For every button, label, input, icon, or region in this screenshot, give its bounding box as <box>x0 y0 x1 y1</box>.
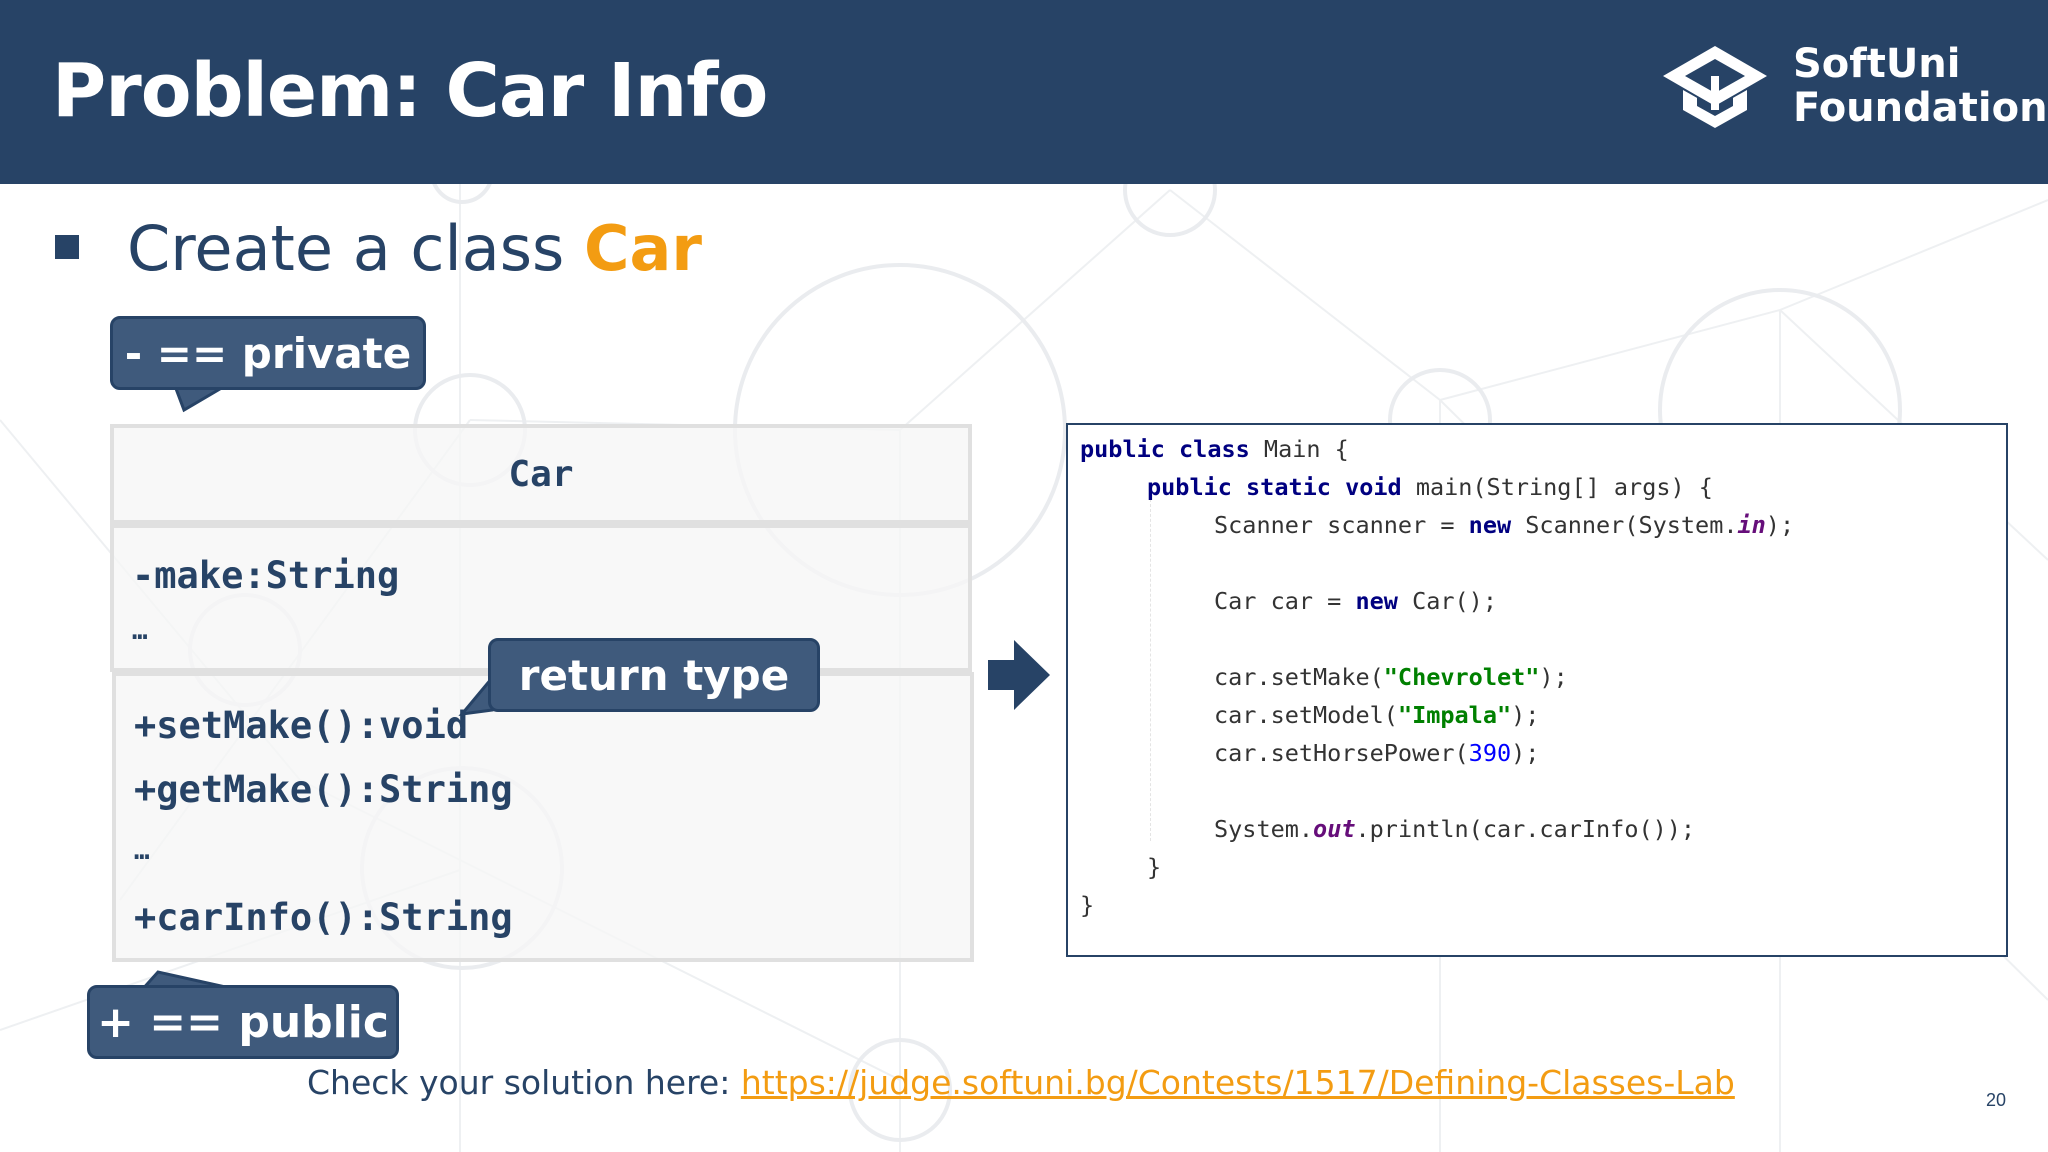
callout-private-tail <box>172 384 230 413</box>
logo-line-2: Foundation <box>1793 85 2048 131</box>
page-number: 20 <box>1986 1090 2007 1110</box>
callout-private: - == private <box>110 316 426 390</box>
bullet-square <box>55 235 79 259</box>
callout-return-type: return type <box>488 638 820 712</box>
code-line-1: public class Main { <box>1080 435 1349 463</box>
arrow-right-icon <box>988 640 1050 710</box>
code-line-6: car.setModel("Impala"); <box>1214 701 1540 729</box>
code-indent-guide <box>1150 489 1151 841</box>
slide-header: Problem: Car Info SoftUni Foundation <box>0 0 2048 184</box>
code-line-4: Car car = new Car(); <box>1214 587 1497 615</box>
code-listing: public class Main { public static void m… <box>1066 423 2008 957</box>
code-line-7: car.setHorsePower(390); <box>1214 739 1540 767</box>
bullet-point: Create a class Car <box>127 212 702 285</box>
code-line-10: } <box>1080 891 1095 919</box>
softuni-graduation-cap-icon <box>1663 46 1767 128</box>
uml-attribute-ellipsis: … <box>132 616 148 646</box>
code-line-8: System.out.println(car.carInfo()); <box>1214 815 1696 843</box>
slide-title: Problem: Car Info <box>52 48 768 134</box>
code-line-2: public static void main(String[] args) { <box>1147 473 1713 501</box>
judge-link[interactable]: https://judge.softuni.bg/Contests/1517/D… <box>740 1063 1735 1102</box>
uml-method-ellipsis: … <box>134 836 150 866</box>
bullet-highlight-car: Car <box>584 212 702 285</box>
callout-public: + == public <box>87 985 399 1059</box>
softuni-logo: SoftUni Foundation <box>1655 36 2048 136</box>
footer-prefix: Check your solution here: <box>307 1063 741 1102</box>
bullet-prefix: Create a class <box>127 212 585 285</box>
code-line-5: car.setMake("Chevrolet"); <box>1214 663 1568 691</box>
uml-method: +setMake():void <box>134 704 469 747</box>
uml-method: +getMake():String <box>134 768 513 811</box>
softuni-logo-text: SoftUni Foundation <box>1793 42 2048 130</box>
logo-line-1: SoftUni <box>1793 41 1961 87</box>
footer-solution-link: Check your solution here: https://judge.… <box>307 1063 1735 1102</box>
uml-method: +carInfo():String <box>134 896 513 939</box>
uml-class-name: Car <box>508 454 574 495</box>
uml-attribute: -make:String <box>132 554 400 597</box>
uml-methods-section: +setMake():void +getMake():String … +car… <box>112 672 974 962</box>
uml-class-name-section: Car <box>110 424 972 524</box>
code-line-9: } <box>1147 853 1162 881</box>
code-line-3: Scanner scanner = new Scanner(System.in)… <box>1214 511 1795 539</box>
